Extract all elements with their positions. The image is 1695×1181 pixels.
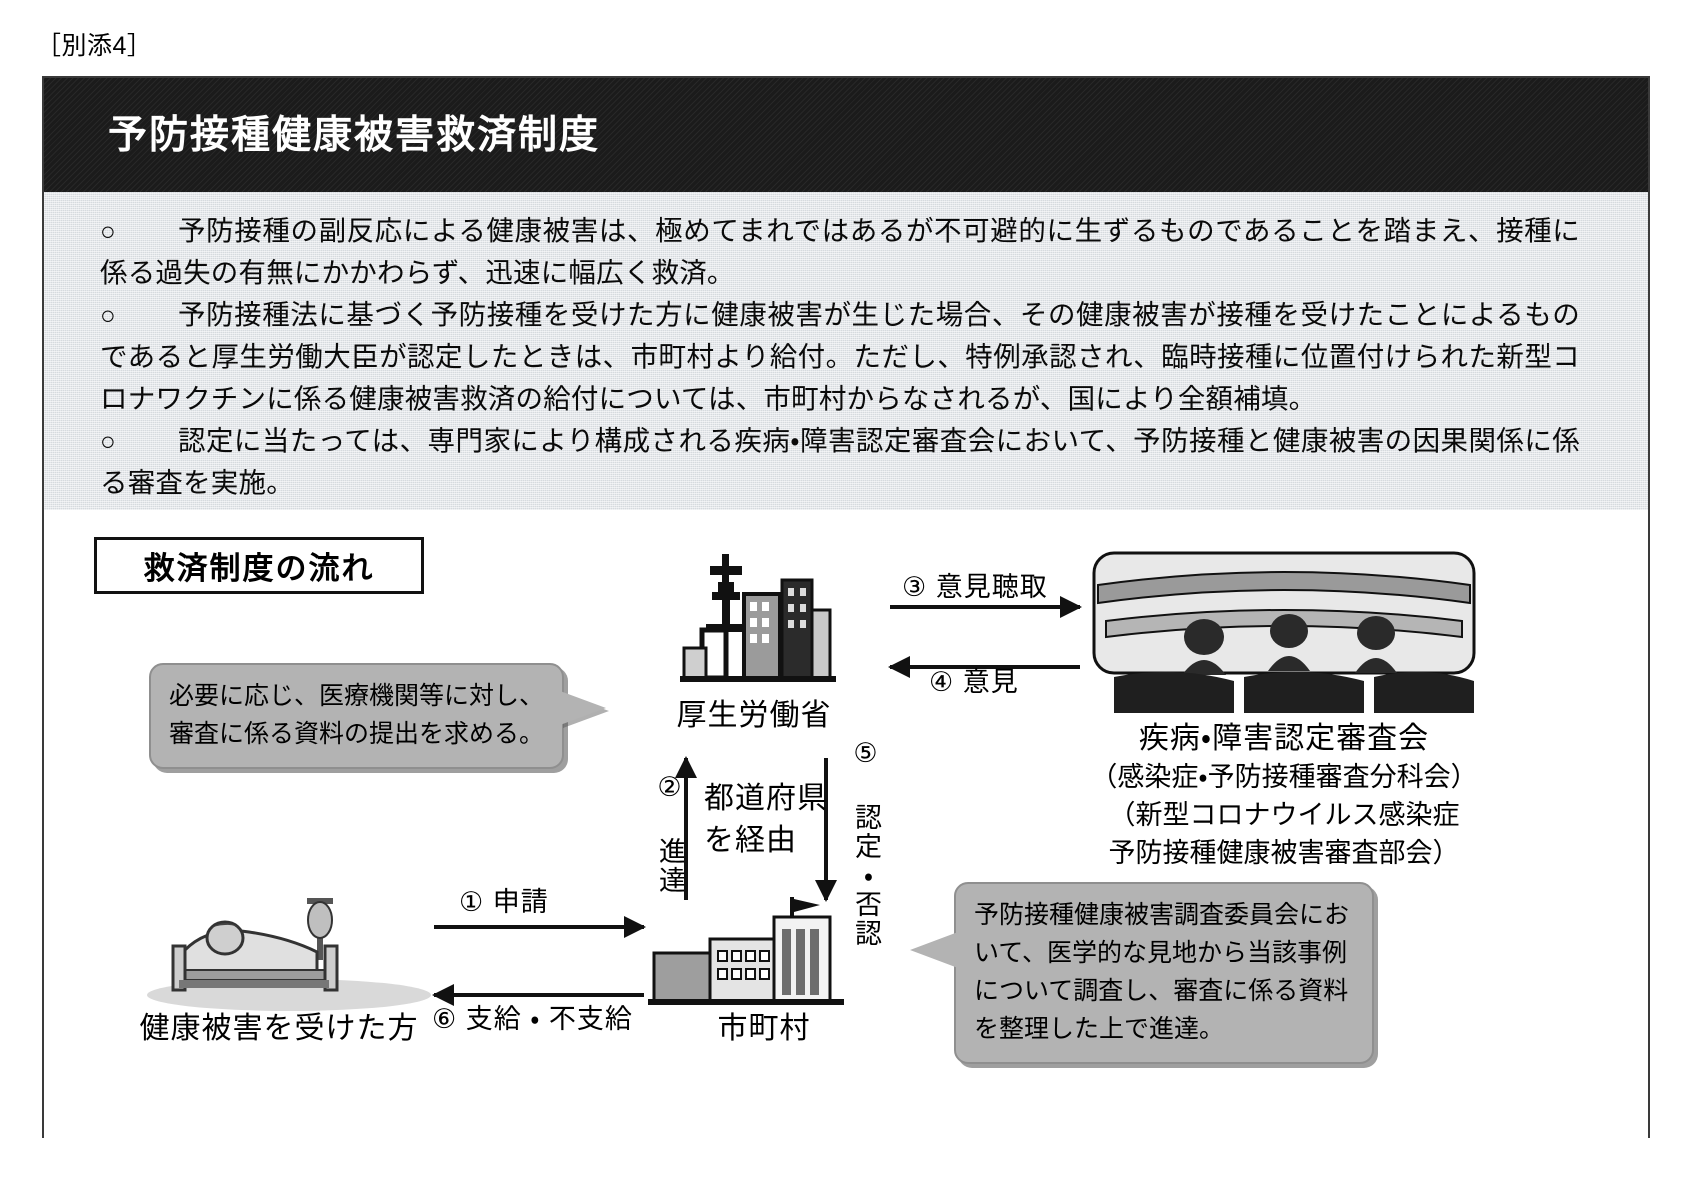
callout-right: 予防接種健康被害調査委員会において、医学的な見地から当該事例について調査し、審査… — [910, 882, 1374, 1064]
flow-arrow-step6 — [432, 984, 644, 1006]
page-title: 予防接種健康被害救済制度 — [108, 114, 601, 157]
node-label-mhlw: 厚生労働省 — [676, 699, 832, 732]
flow-label-step4: ④ 意見 — [929, 667, 1019, 697]
node-label-committee: 疾病・障害認定審査会 （感染症・予防接種審査分科会） （新型コロナウイルス感染症… — [1044, 720, 1524, 872]
callout-right-tail — [910, 932, 958, 968]
callout-left-text: 必要に応じ、医療機関等に対し、審査に係る資料の提出を求める。 — [169, 682, 545, 748]
committee-sub-3: 予防接種健康被害審査部会） — [1108, 838, 1460, 868]
bullet-marker-icon: ○ — [100, 426, 116, 456]
flow-diagram: 救済制度の流れ — [44, 510, 1648, 1138]
flow-label-step2: ② 進達 — [655, 772, 685, 895]
flow-arrow-step4 — [888, 656, 1080, 678]
committee-sub-2: （新型コロナウイルス感染症 — [1108, 800, 1460, 830]
flow-label-step1: ① 申請 — [459, 887, 549, 917]
bullet-marker-icon: ○ — [100, 216, 116, 246]
flow-arrow-step5 — [815, 758, 837, 902]
flow-label-step6: ⑥ 支給 ・ 不支給 — [432, 1004, 633, 1034]
callout-right-text: 予防接種健康被害調査委員会において、医学的な見地から当該事例について調査し、審査… — [974, 901, 1350, 1043]
flow-arrow-step1 — [434, 916, 646, 938]
node-label-municipality: 市町村 — [717, 1012, 811, 1045]
overview-bullet-1: ○ 予防接種の副反応による健康被害は、極めてまれではあるが不可避的に生ずるもので… — [100, 210, 1580, 294]
patient-in-bed-icon — [147, 898, 431, 1011]
node-label-victim: 健康被害を受けた方 — [139, 1012, 419, 1045]
municipality-building-icon — [648, 897, 844, 1005]
title-band: 予防接種健康被害救済制度 — [44, 78, 1648, 192]
flow-label-via-prefecture: 都道府県を経由 — [704, 782, 828, 857]
callout-left-tail — [560, 691, 606, 725]
flow-label-step3: ③ 意見聴取 — [902, 572, 1048, 602]
flow-arrow-step3 — [890, 596, 1082, 618]
bullet-marker-icon: ○ — [100, 300, 116, 330]
overview-bullet-3: ○ 認定に当たっては、専門家により構成される疾病・障害認定審査会において、予防接… — [100, 420, 1580, 504]
overview-section: ○ 予防接種の副反応による健康被害は、極めてまれではあるが不可避的に生ずるもので… — [44, 192, 1648, 510]
overview-bullet-2-text: 予防接種法に基づく予防接種を受けた方に健康被害が生じた場合、その健康被害が接種を… — [100, 299, 1580, 414]
committee-sub-1: （感染症・予防接種審査分科会） — [1090, 762, 1478, 792]
committee-room-icon — [1092, 551, 1476, 713]
flow-section-title: 救済制度の流れ — [94, 537, 424, 594]
flow-label-step5: ⑤ 認定・否認 — [851, 738, 881, 948]
overview-bullet-3-text: 認定に当たっては、専門家により構成される疾病・障害認定審査会において、予防接種と… — [100, 425, 1580, 498]
committee-name: 疾病・障害認定審査会 — [1138, 722, 1430, 755]
document-tag: ［別添4］ — [36, 32, 153, 60]
flow-arrow-step2 — [675, 756, 697, 900]
overview-bullet-1-text: 予防接種の副反応による健康被害は、極めてまれではあるが不可避的に生ずるものである… — [100, 215, 1580, 288]
flow-section-title-label: 救済制度の流れ — [143, 551, 375, 586]
callout-left: 必要に応じ、医療機関等に対し、審査に係る資料の提出を求める。 — [149, 663, 606, 769]
overview-bullet-2: ○ 予防接種法に基づく予防接種を受けた方に健康被害が生じた場合、その健康被害が接… — [100, 294, 1580, 420]
ministry-building-icon — [680, 554, 836, 682]
